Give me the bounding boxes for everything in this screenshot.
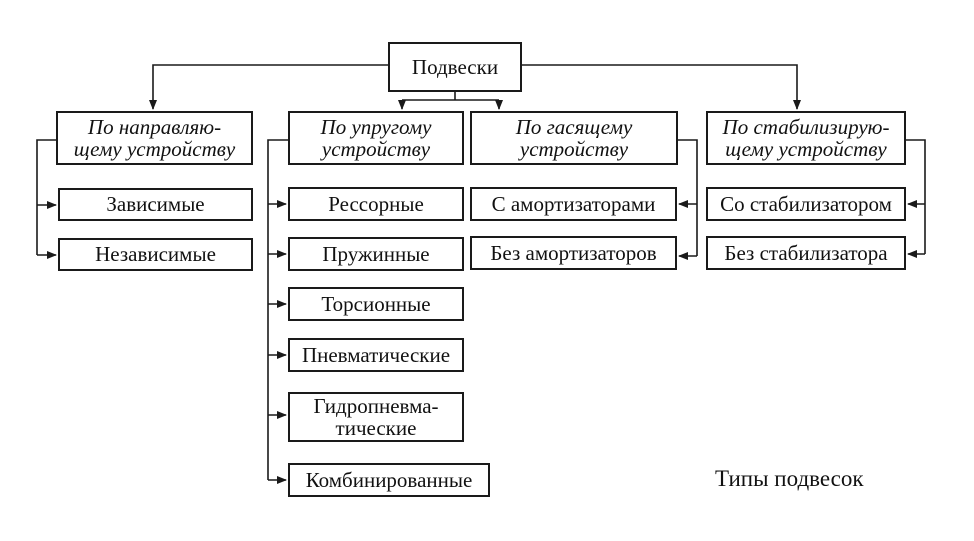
item-with-dampers: С амортизаторами bbox=[470, 187, 677, 221]
category-guiding-device: По направляю- щему устройству bbox=[56, 111, 253, 165]
edge-cat4-spine bbox=[906, 139, 926, 254]
item-coil-spring: Пружинные bbox=[288, 237, 464, 271]
figure-caption: Типы подвесок bbox=[715, 466, 864, 491]
item-leaf-spring: Рессорные bbox=[288, 187, 464, 221]
root-node: Подвески bbox=[388, 42, 522, 92]
edge-cat1-spine bbox=[36, 139, 56, 255]
item-combined: Комбинированные bbox=[288, 463, 490, 497]
item-pneumatic: Пневматические bbox=[288, 338, 464, 372]
edge-cat3-spine bbox=[678, 139, 698, 256]
category-damping-device: По гасящему устройству bbox=[470, 111, 678, 165]
category-stabilizing-device: По стабилизирую- щему устройству bbox=[706, 111, 906, 165]
item-hydropneumatic: Гидропневма- тические bbox=[288, 392, 464, 442]
category-elastic-device: По упругому устройству bbox=[288, 111, 464, 165]
item-with-stabilizer: Со стабилизатором bbox=[706, 187, 906, 221]
item-without-dampers: Без амортизаторов bbox=[470, 236, 677, 270]
item-independent: Независимые bbox=[58, 238, 253, 271]
edge-cat2-spine bbox=[267, 139, 288, 480]
item-dependent: Зависимые bbox=[58, 188, 253, 221]
edge-root-cat1 bbox=[149, 64, 388, 110]
item-torsion: Торсионные bbox=[288, 287, 464, 321]
edge-root-bus bbox=[402, 92, 499, 101]
edge-root-cat4 bbox=[522, 64, 801, 110]
item-without-stabilizer: Без стабилизатора bbox=[706, 236, 906, 270]
